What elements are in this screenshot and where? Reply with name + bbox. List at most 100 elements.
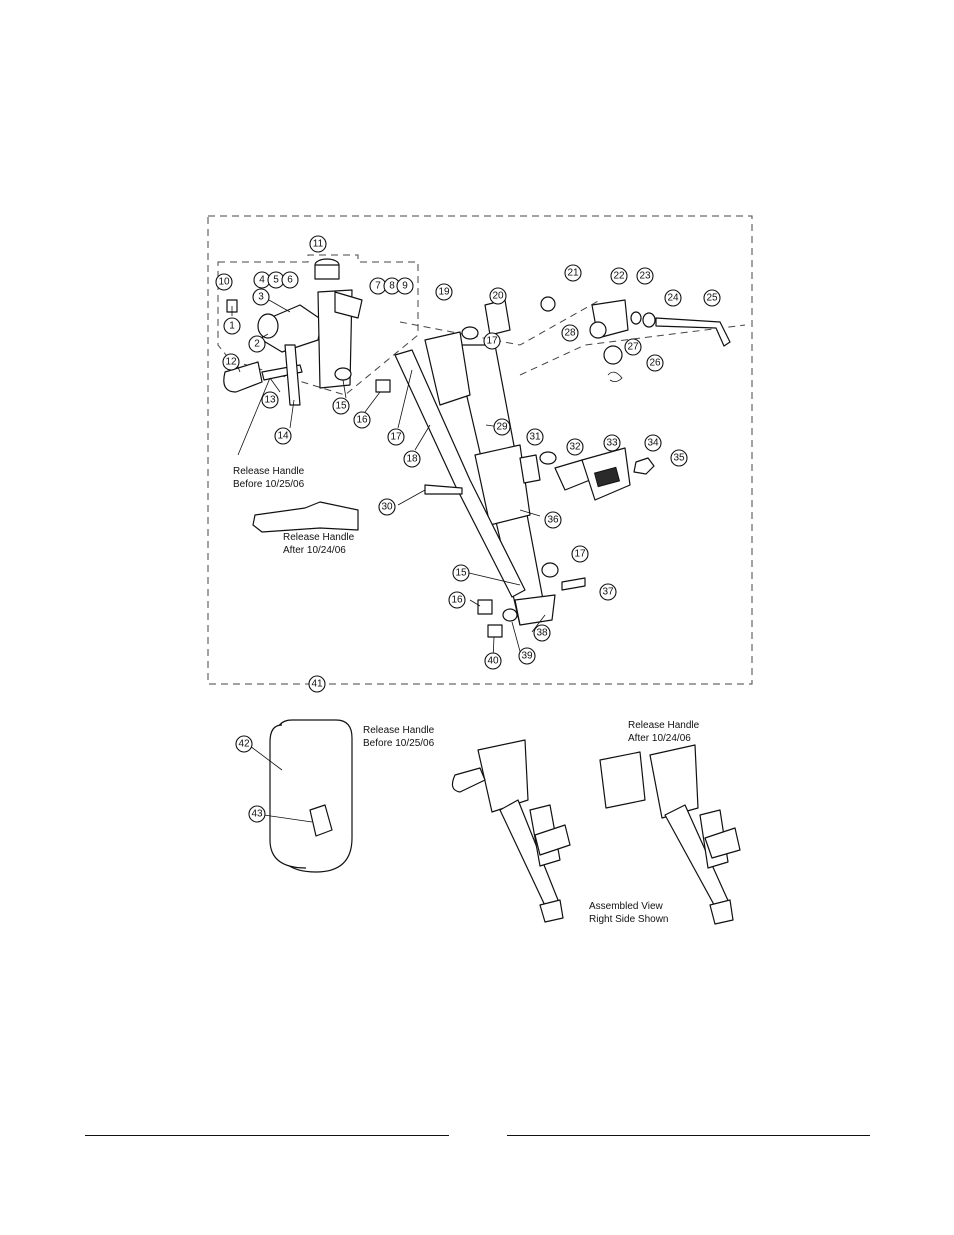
callout-34: 34 <box>644 434 662 452</box>
footplate-illustration <box>269 719 353 873</box>
callout-20: 20 <box>489 287 507 305</box>
callout-17c: 17 <box>571 545 589 563</box>
svg-text:17: 17 <box>574 549 586 560</box>
callout-7: 7 <box>369 277 387 295</box>
callout-18: 18 <box>403 450 421 468</box>
callout-16: 16 <box>353 411 371 429</box>
callout-38: 38 <box>533 624 551 642</box>
callout-35: 35 <box>670 449 688 467</box>
callout-28: 28 <box>561 324 579 342</box>
footer-rule-left <box>85 1135 449 1136</box>
svg-text:13: 13 <box>264 395 276 406</box>
svg-text:5: 5 <box>273 275 279 286</box>
svg-text:28: 28 <box>564 328 576 339</box>
svg-text:12: 12 <box>225 357 237 368</box>
svg-text:39: 39 <box>521 651 533 662</box>
svg-text:26: 26 <box>649 358 661 369</box>
release-before-label-2: Before 10/25/06 <box>233 479 305 490</box>
callout-21: 21 <box>564 264 582 282</box>
callout-42: 42 <box>235 735 253 753</box>
svg-text:14: 14 <box>277 431 289 442</box>
svg-text:4: 4 <box>259 275 265 286</box>
svg-text:6: 6 <box>287 275 293 286</box>
svg-text:1: 1 <box>229 321 235 332</box>
callout-39: 39 <box>518 647 536 665</box>
callout-29: 29 <box>493 418 511 436</box>
callout-10: 10 <box>215 273 233 291</box>
svg-text:22: 22 <box>613 271 625 282</box>
callout-31: 31 <box>526 428 544 446</box>
svg-text:34: 34 <box>647 438 659 449</box>
svg-text:10: 10 <box>218 277 230 288</box>
assembly-boundary <box>207 215 753 685</box>
svg-text:33: 33 <box>606 438 618 449</box>
release-after-label-1: Release Handle <box>283 532 355 543</box>
release-before-label-1: Release Handle <box>233 466 305 477</box>
svg-text:37: 37 <box>602 587 614 598</box>
callout-9: 9 <box>396 277 414 295</box>
assembled-view-label-1: Assembled View <box>589 901 664 912</box>
svg-text:15: 15 <box>335 401 347 412</box>
svg-text:27: 27 <box>627 342 639 353</box>
callout-14: 14 <box>274 427 292 445</box>
callout-1: 1 <box>223 317 241 335</box>
svg-text:29: 29 <box>496 422 508 433</box>
svg-text:18: 18 <box>406 454 418 465</box>
svg-text:21: 21 <box>567 268 579 279</box>
svg-text:20: 20 <box>492 291 504 302</box>
callout-32: 32 <box>566 438 584 456</box>
subassembly-boundary <box>217 254 419 396</box>
callout-15: 15 <box>332 397 350 415</box>
svg-text:24: 24 <box>667 293 679 304</box>
assembled-after-label-2: After 10/24/06 <box>628 733 691 744</box>
svg-text:9: 9 <box>402 281 408 292</box>
release-after-label-2: After 10/24/06 <box>283 545 346 556</box>
assembled-before-label-1: Release Handle <box>363 725 435 736</box>
callout-19: 19 <box>435 283 453 301</box>
callout-22: 22 <box>610 267 628 285</box>
assembled-view-before <box>451 739 571 923</box>
callout-16b: 16 <box>448 591 466 609</box>
upper-left-hardware <box>223 258 363 406</box>
svg-text:30: 30 <box>381 502 393 513</box>
svg-text:32: 32 <box>569 442 581 453</box>
callout-41: 41 <box>308 675 326 693</box>
svg-text:3: 3 <box>258 292 264 303</box>
dashed-link-upper <box>399 299 601 346</box>
main-frame <box>394 331 556 626</box>
release-handle-after-part <box>252 501 359 533</box>
assembled-before-label-2: Before 10/25/06 <box>363 738 435 749</box>
callout-24: 24 <box>664 289 682 307</box>
callout-40: 40 <box>484 652 502 670</box>
callout-15b: 15 <box>452 564 470 582</box>
callout-11: 11 <box>309 235 327 253</box>
callout-6: 6 <box>281 271 299 289</box>
svg-text:19: 19 <box>438 287 450 298</box>
svg-text:11: 11 <box>313 239 324 250</box>
svg-text:15: 15 <box>455 568 467 579</box>
callout-27: 27 <box>624 338 642 356</box>
svg-text:42: 42 <box>238 739 250 750</box>
svg-text:36: 36 <box>547 515 559 526</box>
svg-text:16: 16 <box>451 595 463 606</box>
svg-text:38: 38 <box>536 628 548 639</box>
svg-text:2: 2 <box>254 339 260 350</box>
right-hardware <box>375 296 731 638</box>
callout-26: 26 <box>646 354 664 372</box>
svg-text:31: 31 <box>529 432 541 443</box>
callout-25: 25 <box>703 289 721 307</box>
callout-36: 36 <box>544 511 562 529</box>
callout-23: 23 <box>636 267 654 285</box>
callout-13: 13 <box>261 391 279 409</box>
callout-12: 12 <box>222 353 240 371</box>
assembled-after-label-1: Release Handle <box>628 720 700 731</box>
footer-rule-right <box>507 1135 870 1136</box>
assembled-view-after <box>599 744 741 925</box>
svg-text:35: 35 <box>673 453 685 464</box>
svg-text:8: 8 <box>389 281 395 292</box>
svg-text:43: 43 <box>251 809 263 820</box>
callout-30: 30 <box>378 498 396 516</box>
svg-text:40: 40 <box>487 656 499 667</box>
svg-text:41: 41 <box>311 679 323 690</box>
